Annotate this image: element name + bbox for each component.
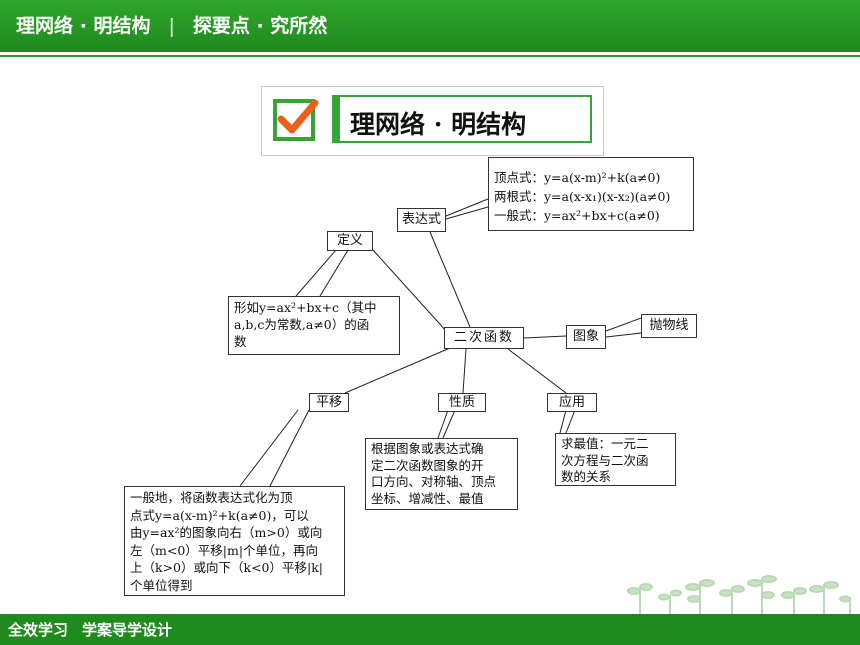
property-line: 口方向、对称轴、顶点: [371, 474, 497, 489]
application-label: 应用: [558, 395, 585, 410]
application-text-box: 求最值：一元二 次方程与二次函 数的关系: [555, 433, 676, 486]
section-title-frame: 理网络 · 明结构: [261, 86, 604, 156]
vertex-form: 顶点式：y=a(x-m)²+k(a≠0): [494, 170, 661, 185]
property-line: 坐标、增减性、最值: [371, 490, 484, 506]
header-bar: 理网络 · 明结构 | 探要点 · 究所然: [0, 0, 860, 52]
header-nav: 理网络 · 明结构 | 探要点 · 究所然: [16, 11, 327, 38]
footer-text: 全效学习学案导学设计: [8, 619, 186, 640]
application-line: 求最值：一元二: [561, 436, 649, 451]
sprout-decoration-icon: [627, 575, 851, 615]
footer-item-study-guide: 学案导学设计: [82, 621, 173, 639]
footer-bar: 全效学习学案导学设计: [0, 614, 860, 645]
property-text-box: 根据图象或表达式确 定二次函数图象的开 口方向、对称轴、顶点 坐标、增减性、最值: [365, 438, 518, 510]
definition-text-box: 形如y=ax²+bx+c（其中 a,b,c为常数,a≠0）的函 数: [228, 296, 400, 355]
definition-line: 数: [234, 334, 247, 349]
translation-line: 个单位得到: [130, 577, 193, 593]
root-form: 两根式：y=a(x-x₁)(x-x₂)(a≠0): [494, 189, 671, 204]
property-line: 根据图象或表达式确: [371, 441, 484, 456]
translation-line: 点式y=a(x-m)²+k(a≠0)，可以: [130, 507, 309, 523]
definition-line: a,b,c为常数,a≠0）的函: [234, 317, 370, 332]
translation-line: 由y=ax²的图象向右（m>0）或向: [130, 525, 323, 540]
property-line: 定二次函数图象的开: [371, 457, 484, 473]
application-line: 次方程与二次函: [561, 452, 649, 468]
parabola-node: 抛物线: [641, 314, 697, 338]
checkmark-icon: [273, 99, 319, 141]
tab-explore-points[interactable]: 探要点 · 究所然: [192, 15, 328, 37]
translation-line: 左（m<0）平移|m|个单位，再向: [130, 542, 319, 558]
expression-node: 表达式: [397, 208, 446, 232]
translation-line: 一般地，将函数表达式化为顶: [130, 490, 293, 505]
header-underline: [0, 55, 860, 57]
section-title: 理网络 · 明结构: [350, 110, 527, 139]
expression-formulas-box: 顶点式：y=a(x-m)²+k(a≠0) 两根式：y=a(x-x₁)(x-x₂)…: [488, 157, 694, 231]
graph-node: 图象: [566, 325, 606, 349]
definition-label: 定义: [336, 233, 363, 248]
header-separator: |: [168, 15, 175, 37]
definition-node: 定义: [327, 231, 373, 251]
translation-line: 上（k>0）或向下（k<0）平移|k|: [130, 560, 323, 575]
center-node-label: 二次函数: [453, 330, 514, 345]
application-line: 数的关系: [561, 469, 612, 484]
graph-label: 图象: [572, 329, 599, 344]
property-label: 性质: [448, 395, 475, 410]
translation-label: 平移: [315, 395, 342, 410]
definition-line: 形如y=ax²+bx+c（其中: [234, 300, 377, 315]
application-node: 应用: [547, 393, 597, 412]
expression-label: 表达式: [401, 212, 441, 227]
footer-item-effective-learning: 全效学习: [8, 621, 69, 639]
tab-network-structure[interactable]: 理网络 · 明结构: [16, 15, 151, 37]
general-form: 一般式：y=ax²+bx+c(a≠0): [494, 208, 660, 223]
center-node: 二次函数: [444, 327, 524, 349]
property-node: 性质: [438, 393, 486, 412]
section-title-box: 理网络 · 明结构: [332, 95, 592, 143]
translation-node: 平移: [309, 393, 349, 412]
parabola-label: 抛物线: [649, 318, 689, 333]
translation-text-box: 一般地，将函数表达式化为顶 点式y=a(x-m)²+k(a≠0)，可以 由y=a…: [124, 486, 345, 596]
